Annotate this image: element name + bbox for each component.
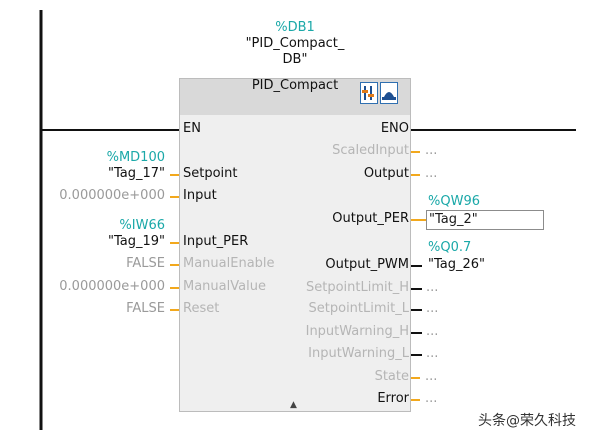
input-value[interactable]: 0.000000e+000	[59, 188, 165, 203]
pin-input[interactable]: Input	[183, 188, 217, 203]
pin-state[interactable]: State	[374, 369, 409, 384]
pin-en[interactable]: EN	[183, 121, 201, 136]
pin-output-pwm[interactable]: Output_PWM	[325, 257, 409, 272]
pin-reset[interactable]: Reset	[183, 301, 220, 316]
pin-setpoint-limit-l[interactable]: SetpointLimit_L	[308, 301, 409, 316]
watermark-text: 头条@荣久科技	[478, 413, 576, 429]
pin-error[interactable]: Error	[377, 391, 409, 406]
setpoint-address[interactable]: %MD100	[106, 150, 165, 165]
input-warning-h-operand[interactable]: ...	[426, 324, 439, 339]
instance-db-address[interactable]: %DB1	[275, 20, 315, 35]
pin-input-per[interactable]: Input_PER	[183, 234, 249, 249]
pin-manual-value[interactable]: ManualValue	[183, 279, 266, 294]
pin-eno[interactable]: ENO	[380, 121, 409, 136]
commissioning-icon	[382, 92, 396, 100]
output-per-tag-field[interactable]: "Tag_2"	[426, 210, 544, 230]
pin-manual-enable[interactable]: ManualEnable	[183, 256, 275, 271]
output-pwm-address[interactable]: %Q0.7	[428, 240, 472, 255]
pin-scaled-input[interactable]: ScaledInput	[332, 143, 409, 158]
scaled-input-operand[interactable]: ...	[425, 143, 438, 158]
pin-setpoint[interactable]: Setpoint	[183, 166, 238, 181]
manual-value-value[interactable]: 0.000000e+000	[59, 279, 165, 294]
setpoint-limit-h-operand[interactable]: ...	[426, 280, 439, 295]
input-per-tag[interactable]: "Tag_19"	[107, 234, 165, 249]
input-per-address[interactable]: %IW66	[119, 218, 165, 233]
pin-input-warning-l[interactable]: InputWarning_L	[308, 346, 409, 361]
output-operand[interactable]: ...	[425, 166, 438, 181]
block-title: PID_Compact	[251, 78, 339, 93]
pid-compact-block[interactable]	[179, 78, 411, 412]
commissioning-button[interactable]	[380, 82, 398, 104]
pin-output[interactable]: Output	[363, 166, 409, 181]
settings-tool-button[interactable]	[360, 82, 378, 104]
setpoint-limit-l-operand[interactable]: ...	[426, 301, 439, 316]
state-operand[interactable]: ...	[425, 369, 438, 384]
settings-tool-icon	[362, 86, 374, 100]
input-connectors	[170, 174, 179, 311]
error-operand[interactable]: ...	[425, 391, 438, 406]
collapse-arrow-icon[interactable]: ▲	[290, 400, 297, 410]
output-pwm-tag[interactable]: "Tag_26"	[428, 257, 486, 272]
pin-setpoint-limit-h[interactable]: SetpointLimit_H	[305, 280, 409, 295]
reset-value[interactable]: FALSE	[126, 301, 165, 316]
input-warning-l-operand[interactable]: ...	[426, 346, 439, 361]
output-per-tag: "Tag_2"	[429, 212, 478, 227]
manual-enable-value[interactable]: FALSE	[126, 256, 165, 271]
instance-db-name[interactable]: "PID_Compact_	[245, 36, 345, 51]
output-per-address[interactable]: %QW96	[428, 194, 480, 209]
pin-output-per[interactable]: Output_PER	[332, 211, 409, 226]
setpoint-tag[interactable]: "Tag_17"	[107, 166, 165, 181]
pin-input-warning-h[interactable]: InputWarning_H	[305, 324, 409, 339]
instance-db-name-cont: DB"	[282, 52, 308, 67]
output-connectors	[411, 151, 426, 401]
